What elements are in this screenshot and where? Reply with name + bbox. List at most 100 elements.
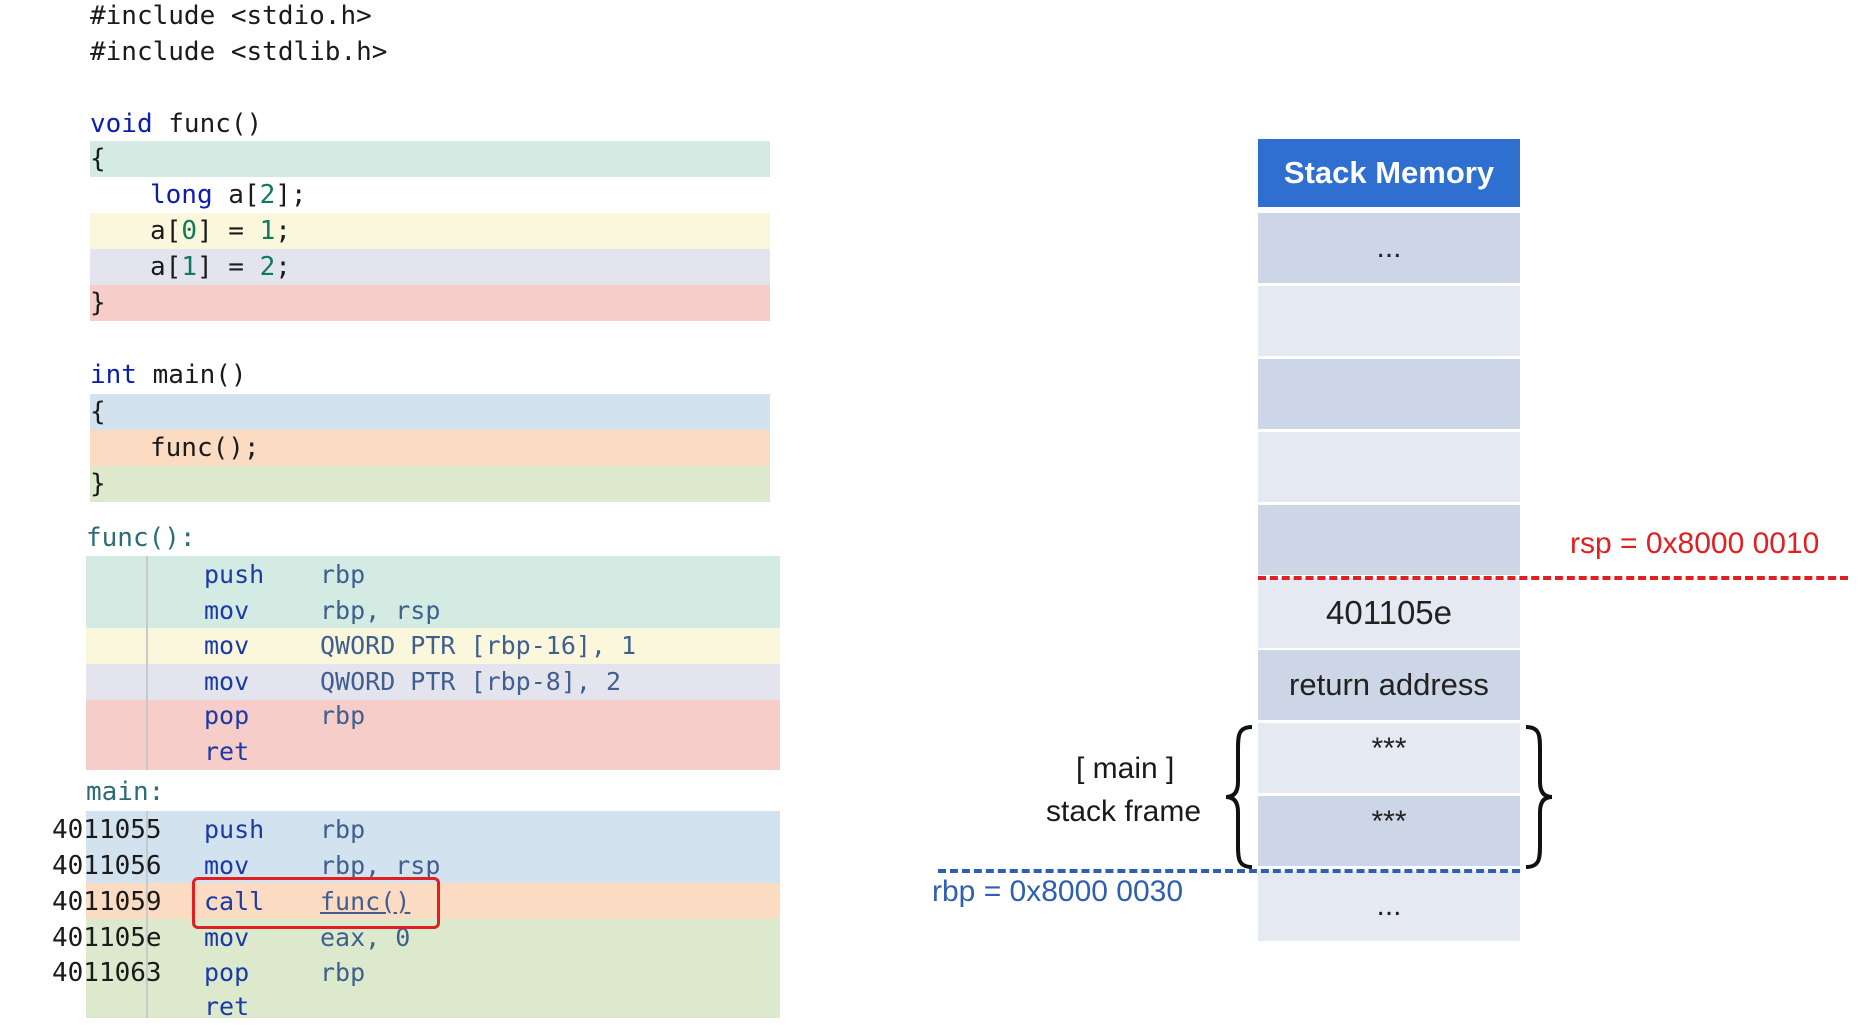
asm-func-row: mov QWORD PTR [rbp-8], 2 bbox=[0, 664, 780, 700]
asm-opcode: mov bbox=[204, 667, 250, 696]
main-signature: int main() bbox=[90, 357, 247, 393]
assign0-value: 1 bbox=[259, 216, 276, 246]
asm-opcode: mov bbox=[204, 596, 250, 625]
asm-main-row: 4011063 pop rbp bbox=[0, 955, 780, 991]
asm-main-row: 4011059 call func() bbox=[0, 884, 780, 920]
call-highlight-box bbox=[192, 877, 440, 929]
include-stdlib: #include <stdlib.h> bbox=[90, 37, 388, 67]
rbp-dashed-line bbox=[938, 869, 1520, 873]
include-stdio: #include <stdio.h> bbox=[90, 1, 372, 31]
assign1-index: 1 bbox=[181, 252, 197, 282]
main-close-band bbox=[90, 466, 770, 502]
asm-main-band-2 bbox=[86, 883, 780, 919]
asm-operands: rbp bbox=[320, 958, 366, 987]
asm-operands: QWORD PTR [rbp-8], 2 bbox=[320, 667, 622, 696]
main-open-band bbox=[90, 394, 770, 430]
left-brace-icon bbox=[1225, 725, 1253, 869]
func-line3-band bbox=[90, 249, 770, 285]
asm-func-label: func(): bbox=[86, 523, 196, 553]
stack-cell-main-frame: *** bbox=[1258, 723, 1520, 793]
assign0-index: 0 bbox=[181, 216, 197, 246]
main-frame-label-line1: [ main ] bbox=[1076, 752, 1175, 785]
stack-cell bbox=[1258, 359, 1520, 429]
func-open-band bbox=[90, 141, 770, 177]
decl-part-a: a[ bbox=[212, 180, 260, 210]
main-call-band bbox=[90, 430, 770, 466]
asm-main-divider bbox=[146, 811, 148, 1018]
assign1-a: a[ bbox=[150, 252, 182, 282]
asm-operands: rbp, rsp bbox=[320, 851, 441, 880]
assign0-a: a[ bbox=[150, 216, 182, 246]
main-close-brace: } bbox=[90, 469, 106, 499]
asm-main-label: main: bbox=[86, 777, 165, 807]
stack-cell bbox=[1258, 505, 1520, 575]
asm-opcode: mov bbox=[204, 631, 250, 660]
stack-cell: ... bbox=[1258, 871, 1520, 941]
assign1-c: ; bbox=[275, 252, 291, 282]
asm-func-row: mov QWORD PTR [rbp-16], 1 bbox=[0, 628, 780, 664]
func-signature-rest: func() bbox=[152, 109, 263, 139]
asm-opcode: ret bbox=[204, 992, 250, 1021]
asm-call-target: func() bbox=[320, 887, 411, 916]
asm-operands: rbp bbox=[320, 560, 366, 589]
asm-func-row: pop rbp bbox=[0, 698, 780, 734]
assign1-b: ] = bbox=[196, 252, 260, 282]
asm-address: 401105e bbox=[52, 923, 162, 953]
assign1-value: 2 bbox=[259, 252, 276, 282]
asm-opcode: push bbox=[204, 815, 265, 844]
asm-main-row: 4011055 push rbp bbox=[0, 812, 780, 848]
assign0-b: ] = bbox=[196, 216, 260, 246]
rsp-label: rsp = 0x8000 0010 bbox=[1570, 527, 1820, 560]
func-line2-band bbox=[90, 213, 770, 249]
asm-main-row: ret bbox=[0, 989, 780, 1025]
asm-func-band-1 bbox=[86, 556, 780, 628]
asm-opcode: call bbox=[204, 887, 265, 916]
func-close-band bbox=[90, 285, 770, 321]
right-brace-icon bbox=[1525, 725, 1553, 869]
main-call-line: func(); bbox=[150, 433, 260, 463]
asm-opcode: push bbox=[204, 560, 265, 589]
asm-operands: rbp bbox=[320, 701, 366, 730]
asm-operands: QWORD PTR [rbp-16], 1 bbox=[320, 631, 637, 660]
keyword-void: void bbox=[90, 109, 153, 139]
asm-opcode: ret bbox=[204, 737, 250, 766]
func-assign-1: a[1] = 2; bbox=[150, 249, 291, 285]
decl-part-b: ]; bbox=[275, 180, 307, 210]
asm-address: 4011055 bbox=[52, 815, 162, 845]
asm-address: 4011063 bbox=[52, 958, 162, 988]
asm-opcode: mov bbox=[204, 851, 250, 880]
keyword-int: int bbox=[90, 360, 137, 390]
asm-main-band-1 bbox=[86, 811, 780, 883]
assign0-c: ; bbox=[275, 216, 291, 246]
main-open-brace: { bbox=[90, 397, 106, 427]
stack-cell-main-frame: *** bbox=[1258, 796, 1520, 866]
asm-func-band-4 bbox=[86, 700, 780, 770]
rsp-dashed-line bbox=[1258, 576, 1848, 580]
asm-func-band-2 bbox=[86, 628, 780, 664]
func-line1-band bbox=[90, 177, 770, 213]
asm-operands: rbp bbox=[320, 815, 366, 844]
asm-func-row: mov rbp, rsp bbox=[0, 593, 780, 629]
asm-address: 4011056 bbox=[52, 851, 162, 881]
decl-size: 2 bbox=[259, 180, 276, 210]
asm-func-row: push rbp bbox=[0, 557, 780, 593]
keyword-long: long bbox=[150, 180, 213, 210]
asm-opcode: pop bbox=[204, 701, 250, 730]
func-decl-line: long a[2]; bbox=[150, 177, 307, 213]
asm-operands: rbp, rsp bbox=[320, 596, 441, 625]
asm-func-band-3 bbox=[86, 664, 780, 700]
asm-main-band-3 bbox=[86, 919, 780, 1018]
asm-main-row: 4011056 mov rbp, rsp bbox=[0, 848, 780, 884]
asm-func-row: ret bbox=[0, 734, 780, 770]
stack-cell: ... bbox=[1258, 213, 1520, 283]
stack-cell-return-address: return address bbox=[1258, 650, 1520, 720]
asm-opcode: pop bbox=[204, 958, 250, 987]
func-assign-0: a[0] = 1; bbox=[150, 213, 291, 249]
main-frame-label-line2: stack frame bbox=[1046, 795, 1202, 828]
asm-address: 4011059 bbox=[52, 887, 162, 917]
asm-func-divider bbox=[146, 556, 148, 770]
rbp-label: rbp = 0x8000 0030 bbox=[932, 875, 1184, 908]
main-signature-rest: main() bbox=[136, 360, 247, 390]
stack-cell bbox=[1258, 286, 1520, 356]
